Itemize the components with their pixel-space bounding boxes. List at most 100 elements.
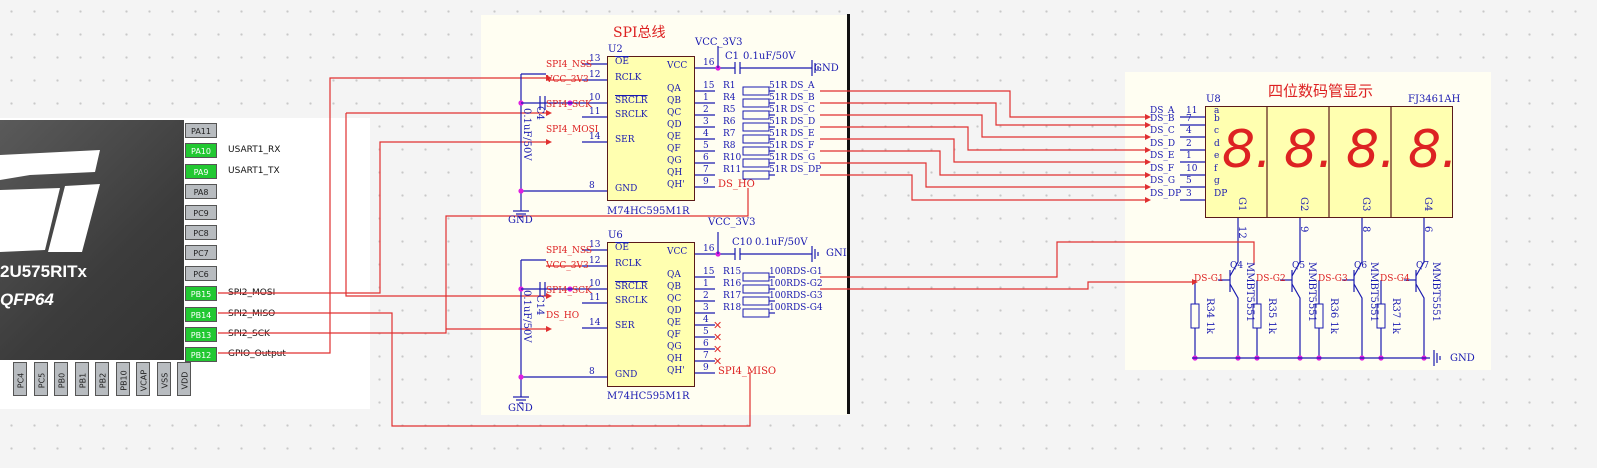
u2-res-ref: R4 <box>723 93 736 103</box>
mcu-pin-label: USART1_TX <box>228 165 280 176</box>
wire-arrow-icon <box>1145 159 1151 165</box>
display-pin-num: 11 <box>1186 106 1198 116</box>
mcu-pin-pb14[interactable]: PB14 <box>185 306 217 322</box>
mcu-pin-pa8[interactable]: PA8 <box>185 184 217 200</box>
u6-gnd-right: GNI <box>826 248 847 259</box>
u2-net-out: 51R DS_A <box>769 81 815 91</box>
mcu-bottom-pin-pb2[interactable]: PB2 <box>95 362 109 396</box>
u6-rpin-qb: QB <box>667 282 681 292</box>
u8-ref: U8 <box>1206 94 1221 105</box>
u2-cap-ref: C1 <box>725 51 740 62</box>
display-net-label: DS_G <box>1150 176 1176 186</box>
u6-chip[interactable] <box>607 242 695 387</box>
u6-rpin-num: 5 <box>703 327 709 337</box>
u2-pin-srclk: SRCLK <box>615 110 648 120</box>
wire-sck-u6 <box>345 113 546 297</box>
spi-bus-title: SPI总线 <box>613 25 666 41</box>
u2-rpin-num: 6 <box>703 153 709 163</box>
u2-side-cap-ref: C4 <box>534 106 545 121</box>
u6-cap-value: 0.1uF/50V <box>755 237 808 248</box>
mcu-pin-pa9[interactable]: PA9 <box>185 163 217 179</box>
u2-pin-num: 14 <box>589 132 601 142</box>
mcu-pin-pb12[interactable]: PB12 <box>185 347 217 363</box>
mcu-bottom-pin-vss[interactable]: VSS <box>156 362 171 396</box>
mcu-bottom-pin-pc5[interactable]: PC5 <box>33 362 48 396</box>
u6-rpin-num: 4 <box>703 315 709 325</box>
transistor-base-net: DS-G4 <box>1380 274 1410 284</box>
display-seg-label: f <box>1214 164 1218 174</box>
u6-net-in: VCC_3V3 <box>546 261 589 271</box>
display-pin-num: 1 <box>1186 151 1192 161</box>
mcu-bottom-pin-pb1[interactable]: PB1 <box>74 362 89 396</box>
wire-spi-mosi <box>218 141 546 294</box>
display-pin-num: 5 <box>1186 176 1192 186</box>
u2-pin-srclr: SRCLR <box>615 96 648 106</box>
u2-pin-oe: OE <box>615 57 629 67</box>
u6-vcc-net: VCC_3V3 <box>708 217 756 228</box>
u2-net-in: SPI4_MOSI <box>546 125 599 135</box>
u6-ref: U6 <box>608 230 623 241</box>
mcu-pin-pc6[interactable]: PC6 <box>185 265 217 281</box>
u6-rpin-num: 3 <box>703 303 709 313</box>
wire-arrow-icon <box>1145 197 1151 203</box>
u6-pin-num: 14 <box>589 318 601 328</box>
u2-pin-num: 11 <box>589 107 601 117</box>
no-connect-icon: ✕ <box>713 355 722 368</box>
wire-ds-segment <box>820 126 1145 151</box>
mcu-pin-pc7[interactable]: PC7 <box>185 245 217 261</box>
u2-gnd-right: GND <box>814 63 839 74</box>
mcu-pin-pb15[interactable]: PB15 <box>185 286 217 302</box>
digit-display: 8. <box>1346 120 1396 180</box>
transistor-collector <box>1291 261 1301 277</box>
mcu-part-name: 2U575RITx <box>0 262 87 281</box>
display-grid-label: G4 <box>1422 197 1433 212</box>
transistor-emitter <box>1353 283 1363 358</box>
u2-net-in: SPI4_SCK <box>546 100 592 110</box>
mcu-chip[interactable] <box>0 120 184 360</box>
u2-rpin-qd: QD <box>667 120 682 130</box>
digit-display: 8. <box>1284 120 1334 180</box>
wire-arrow-icon <box>1145 122 1151 128</box>
mcu-pin-pa10[interactable]: PA10 <box>185 143 217 159</box>
u2-resistor <box>742 122 770 132</box>
mcu-pin-pc8[interactable]: PC8 <box>185 225 217 240</box>
mcu-bottom-pin-pb10[interactable]: PB10 <box>115 362 130 396</box>
u6-rpin-num: 9 <box>703 363 709 373</box>
u2-net-out: 51R DS_D <box>769 117 816 127</box>
u6-res-ref: R16 <box>723 279 742 289</box>
display-pin-num: 2 <box>1186 139 1192 149</box>
u6-side-cap-value: 0.1uF/50V <box>521 290 532 343</box>
transistor-collector <box>1415 261 1425 277</box>
wire-ds-segment <box>820 90 1145 118</box>
u6-resistor <box>742 272 770 282</box>
u2-ref: U2 <box>608 44 623 55</box>
u6-net-out: 100RDS-G1 <box>769 267 823 277</box>
display-net-label: DS_A <box>1150 106 1175 116</box>
u2-pin-num: 10 <box>589 93 601 103</box>
mcu-pin-pb13[interactable]: PB13 <box>185 327 217 342</box>
u2-rpin-qg: QG <box>667 156 682 166</box>
u2-rpin-vcc: VCC <box>667 61 688 71</box>
base-resistor-label: R36 1k <box>1328 298 1339 334</box>
u2-rpin-num: 3 <box>703 117 709 127</box>
u6-rpin-qe: QE <box>667 318 681 328</box>
u2-net-out: 51R DS_DP <box>769 165 822 175</box>
mcu-bottom-pin-pb0[interactable]: PB0 <box>54 362 68 396</box>
mcu-pin-pa11[interactable]: PA11 <box>185 123 217 138</box>
mcu-bottom-pin-vdd[interactable]: VDD <box>177 362 191 396</box>
mcu-bottom-pin-pc4[interactable]: PC4 <box>13 362 27 396</box>
wire-ds-segment <box>820 102 1145 126</box>
u2-chip[interactable] <box>607 56 695 201</box>
u2-rpin-num: 16 <box>703 58 715 68</box>
u6-rpin-num: 15 <box>703 267 715 277</box>
mcu-bottom-pin-vcap[interactable]: VCAP <box>136 362 150 396</box>
display-grid-num: 9 <box>1298 226 1309 233</box>
transistor-part: MMBT5551 <box>1244 262 1255 322</box>
transistor-ref: Q5 <box>1292 261 1306 271</box>
mcu-pin-pc9[interactable]: PC9 <box>185 204 217 220</box>
transistor-collector <box>1353 261 1363 277</box>
u2-rpin-qhp: QH' <box>667 180 685 190</box>
wire-ds-segment <box>820 150 1145 176</box>
display-pin-num: 7 <box>1186 114 1192 124</box>
u2-res-ref: R6 <box>723 117 736 127</box>
